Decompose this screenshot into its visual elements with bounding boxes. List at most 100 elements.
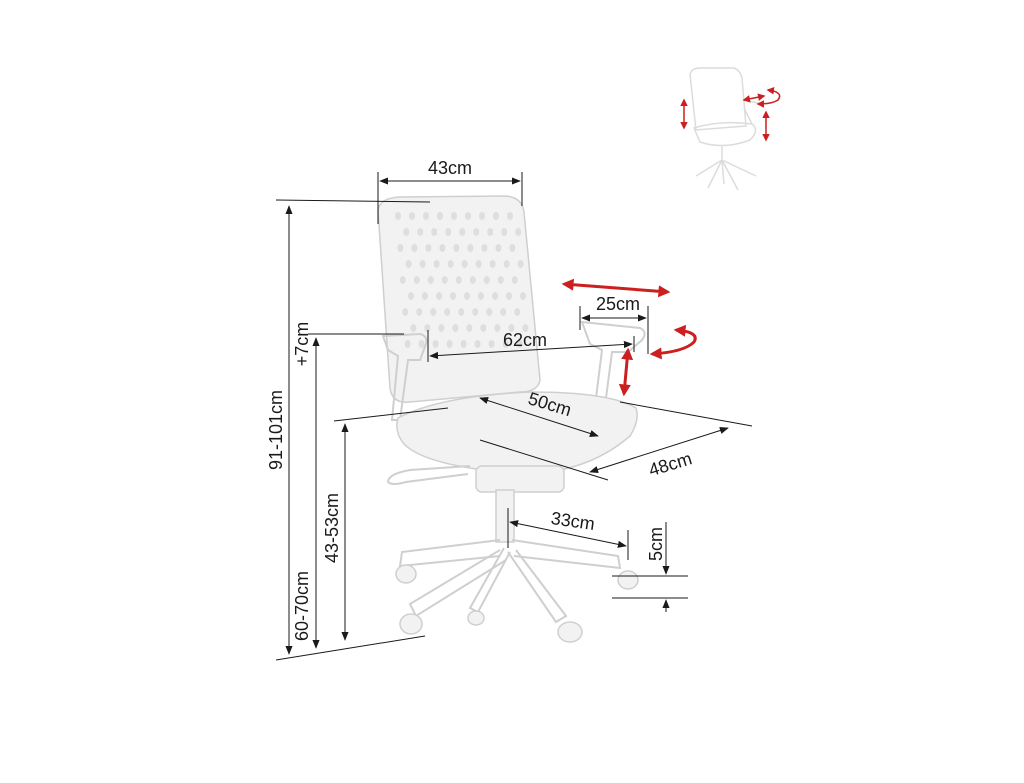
mesh-hole: [451, 212, 457, 220]
mesh-hole: [460, 340, 467, 348]
mesh-hole: [472, 308, 479, 316]
mesh-hole: [459, 228, 466, 236]
armrest-slide-arrow: [561, 278, 671, 298]
seat-width-label: 48cm: [646, 448, 694, 480]
armrest-height-label: 60-70cm: [292, 571, 312, 641]
mesh-hole: [474, 340, 481, 348]
mesh-hole: [408, 292, 414, 300]
mesh-hole: [469, 276, 476, 284]
mesh-hole: [403, 228, 410, 236]
width-between-armrests-line: [429, 340, 633, 360]
mesh-hole: [489, 260, 496, 268]
armrest-adjust-label: +7cm: [292, 322, 312, 367]
mesh-hole: [466, 324, 473, 332]
mesh-hole: [452, 324, 459, 332]
mesh-hole: [488, 340, 495, 348]
mesh-hole: [413, 276, 420, 284]
left-armrest: [381, 332, 428, 421]
mesh-hole: [409, 212, 415, 220]
mesh-hole: [475, 260, 482, 268]
gas-lift-mechanism: [475, 465, 565, 493]
mesh-hole: [494, 324, 501, 332]
mesh-hole: [397, 244, 404, 252]
armrest-rotate-arrow: [649, 324, 697, 360]
mesh-hole: [431, 228, 438, 236]
star-base: [398, 539, 622, 624]
mesh-hole: [507, 212, 513, 220]
mesh-hole: [433, 260, 440, 268]
mesh-hole: [495, 244, 502, 252]
lever: [386, 465, 471, 485]
mesh-hole: [500, 308, 507, 316]
mesh-hole: [479, 212, 485, 220]
seat: [396, 391, 638, 474]
mesh-hole: [395, 212, 401, 220]
total-height-label: 91-101cm: [266, 390, 286, 470]
mesh-hole: [478, 292, 484, 300]
mesh-hole: [503, 260, 510, 268]
mesh-hole: [447, 260, 454, 268]
mesh-hole: [399, 276, 406, 284]
adjustment-thumbnail: [680, 67, 781, 191]
mesh-hole: [515, 228, 522, 236]
seat-height-label: 43-53cm: [322, 493, 342, 563]
mesh-hole: [437, 212, 443, 220]
mesh-hole: [481, 244, 488, 252]
mesh-hole: [508, 324, 515, 332]
mesh-hole: [416, 308, 423, 316]
backrest-width-label: 43cm: [428, 158, 472, 178]
mesh-hole: [427, 276, 434, 284]
mesh-hole: [520, 292, 526, 300]
mesh-hole: [402, 308, 409, 316]
mesh-hole: [432, 340, 439, 348]
gas-column: [495, 489, 515, 543]
base-radius-line: [509, 520, 627, 548]
mesh-hole: [450, 292, 456, 300]
mesh-hole: [467, 244, 474, 252]
dimension-labels: 43cm 25cm 62cm 50cm 48cm 33cm 5cm +7cm 9…: [266, 158, 694, 641]
mesh-hole: [422, 292, 428, 300]
chair-illustration: [377, 195, 646, 643]
mesh-hole: [430, 308, 437, 316]
mesh-hole: [424, 324, 431, 332]
mesh-hole: [410, 324, 417, 332]
mesh-hole: [497, 276, 504, 284]
backrest-mesh: [395, 212, 529, 348]
dimension-lines: [275, 172, 753, 661]
mesh-hole: [419, 260, 426, 268]
mesh-hole: [445, 228, 452, 236]
mesh-hole: [514, 308, 521, 316]
armrest-height-arrow: [618, 347, 634, 397]
mesh-hole: [517, 260, 524, 268]
caster-height-label: 5cm: [646, 527, 666, 561]
mesh-hole: [453, 244, 460, 252]
mesh-hole: [522, 324, 529, 332]
mesh-hole: [511, 276, 518, 284]
mesh-hole: [455, 276, 462, 284]
armrest-depth-label: 25cm: [596, 294, 640, 314]
mesh-hole: [446, 340, 453, 348]
backrest: [377, 195, 541, 403]
mesh-hole: [405, 260, 412, 268]
mesh-hole: [439, 244, 446, 252]
mesh-hole: [486, 308, 493, 316]
mesh-hole: [506, 292, 512, 300]
mesh-hole: [464, 292, 470, 300]
seat-depth-line: [479, 397, 599, 437]
base-radius-label: 33cm: [550, 508, 596, 534]
mesh-hole: [425, 244, 432, 252]
mesh-hole: [480, 324, 487, 332]
mesh-hole: [501, 228, 508, 236]
mesh-hole: [438, 324, 445, 332]
mesh-hole: [461, 260, 468, 268]
adjustment-arrows: [561, 278, 697, 397]
mesh-hole: [487, 228, 494, 236]
seat-width-line: [589, 427, 729, 473]
mesh-hole: [483, 276, 490, 284]
mesh-hole: [473, 228, 480, 236]
mesh-hole: [423, 212, 429, 220]
right-armrest: [580, 320, 646, 399]
mesh-hole: [441, 276, 448, 284]
casters: [395, 564, 639, 643]
